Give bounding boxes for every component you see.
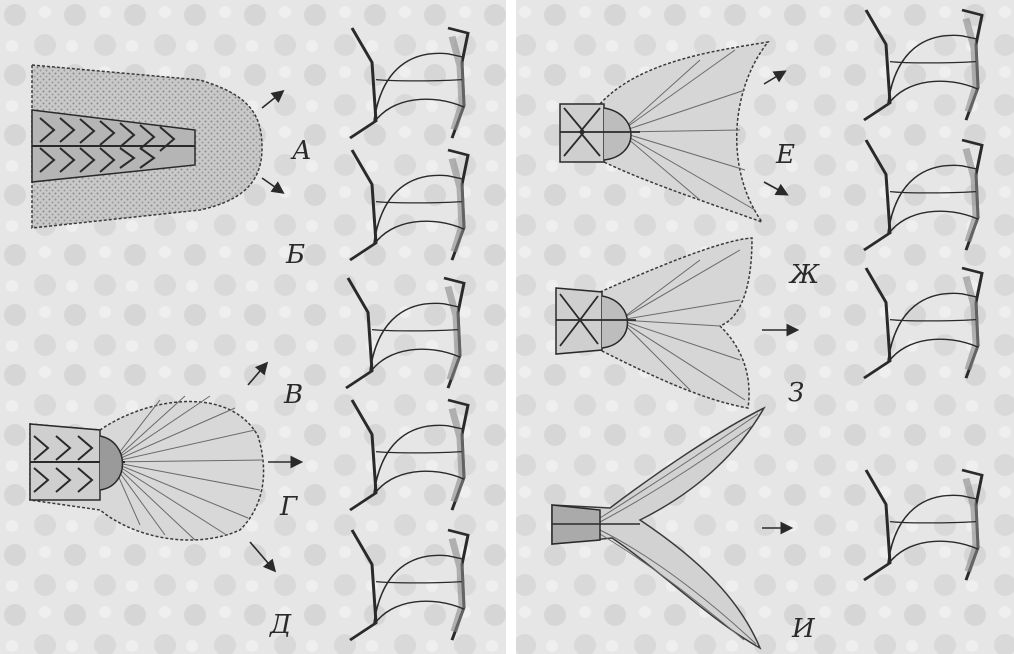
label-a: А — [292, 138, 312, 164]
label-zh: Ж — [790, 262, 819, 288]
panel-divider — [506, 0, 516, 654]
label-v: В — [284, 382, 303, 408]
label-g: Г — [280, 494, 297, 520]
label-d: Д — [270, 612, 291, 638]
label-e: Е — [776, 142, 795, 168]
label-b: Б — [286, 242, 305, 268]
label-z: З — [788, 380, 804, 406]
label-i: И — [792, 616, 815, 642]
